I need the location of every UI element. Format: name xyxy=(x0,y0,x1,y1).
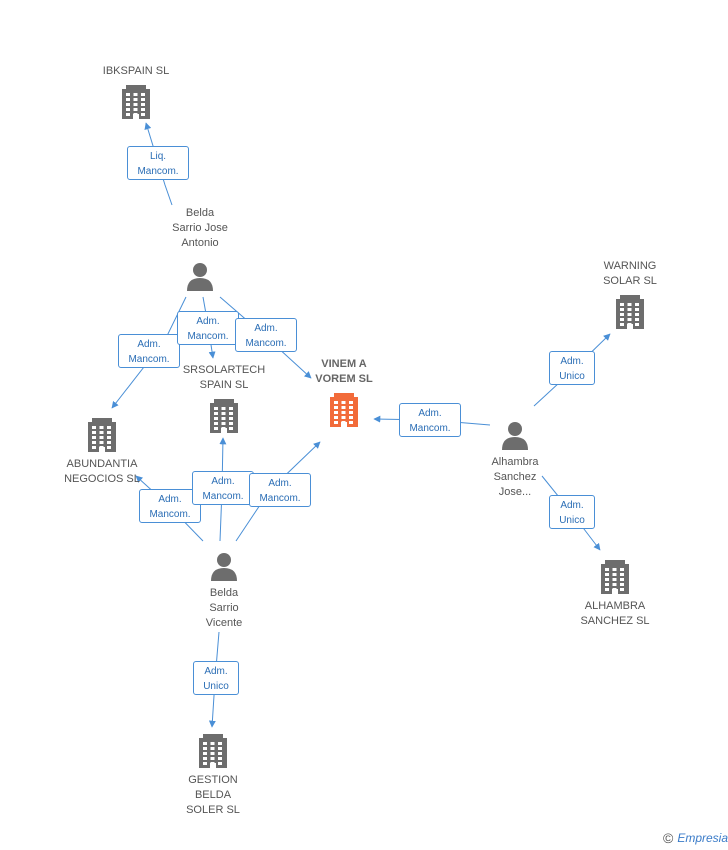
building-icon-ibkspain[interactable] xyxy=(122,85,150,119)
edge-label-line: Mancom. xyxy=(128,354,170,365)
node-label-belda_jose[interactable]: Belda Sarrio Jose Antonio xyxy=(172,207,228,249)
node-label-belda_vicente[interactable]: Belda Sarrio Vicente xyxy=(205,587,243,629)
edge-line-e1 xyxy=(144,122,173,206)
watermark: © Empresia xyxy=(663,830,728,846)
edge-label-line: Mancom. xyxy=(137,166,179,177)
node-label-vinem[interactable]: VINEM A VOREM SL xyxy=(315,358,373,385)
building-icon-srsolartech[interactable] xyxy=(210,399,238,433)
building-icon-vinem[interactable] xyxy=(330,393,358,427)
person-icon-alhambra_person[interactable] xyxy=(502,422,528,450)
edge-label-line: Mancom. xyxy=(202,491,244,502)
edge-label-e7[interactable]: Adm. Unico xyxy=(549,495,595,529)
edge-label-line: Mancom. xyxy=(409,423,451,434)
edge-label-line: Adm. xyxy=(560,500,584,511)
building-icon-gestion[interactable] xyxy=(199,734,227,768)
edge-label-e4[interactable]: Adm. Mancom. xyxy=(235,318,297,352)
edge-label-line: Mancom. xyxy=(245,338,287,349)
edge-label-line: Liq. xyxy=(149,151,167,162)
brand-logo-text: Empresia xyxy=(677,831,728,845)
edge-label-line: Mancom. xyxy=(149,509,191,520)
node-label-srsolartech[interactable]: SRSOLARTECH SPAIN SL xyxy=(182,364,266,391)
edge-label-line: Adm. xyxy=(211,476,235,487)
building-icon-abundantia[interactable] xyxy=(88,418,116,452)
node-label-ibkspain[interactable]: IBKSPAIN SL xyxy=(102,65,170,77)
edge-label-e2[interactable]: Adm. Mancom. xyxy=(118,334,180,368)
node-label-alhambra_person[interactable]: Alhambra Sanchez Jose... xyxy=(491,456,539,498)
edge-label-line: Adm. xyxy=(158,494,182,505)
node-label-gestion[interactable]: GESTION BELDA SOLER SL xyxy=(186,774,240,816)
edge-label-line: Adm. xyxy=(254,323,278,334)
edge-label-line: Unico xyxy=(203,681,229,692)
node-label-alhambra_company[interactable]: ALHAMBRA SANCHEZ SL xyxy=(580,600,650,627)
edge-label-line: Adm. xyxy=(204,666,228,677)
person-icon-belda_vicente[interactable] xyxy=(211,553,237,581)
node-label-warning[interactable]: WARNING SOLAR SL xyxy=(603,260,657,287)
edge-label-line: Adm. xyxy=(268,478,292,489)
edge-label-line: Adm. xyxy=(137,339,161,350)
edge-label-line: Unico xyxy=(559,515,585,526)
building-icon-warning[interactable] xyxy=(616,295,644,329)
person-icon-belda_jose[interactable] xyxy=(187,263,213,291)
edge-label-e10[interactable]: Adm. Mancom. xyxy=(249,473,311,507)
edge-label-e9[interactable]: Adm. Mancom. xyxy=(192,471,254,505)
edge-label-line: Adm. xyxy=(560,356,584,367)
edge-label-e8[interactable]: Adm. Mancom. xyxy=(139,489,201,523)
edge-label-e5[interactable]: Adm. Mancom. xyxy=(399,403,461,437)
edge-label-line: Unico xyxy=(559,371,585,382)
edge-label-e3[interactable]: Adm. Mancom. xyxy=(177,311,239,345)
edge-label-line: Adm. xyxy=(196,316,220,327)
edge-label-line: Mancom. xyxy=(259,493,301,504)
edge-label-e6[interactable]: Adm. Unico xyxy=(549,351,595,385)
copyright-icon: © xyxy=(662,830,674,846)
edge-label-line: Mancom. xyxy=(187,331,229,342)
building-icon-alhambra_company[interactable] xyxy=(601,560,629,594)
edge-label-e11[interactable]: Adm. Unico xyxy=(193,661,239,695)
edge-label-e1[interactable]: Liq. Mancom. xyxy=(127,146,189,180)
node-label-abundantia[interactable]: ABUNDANTIA NEGOCIOS SL xyxy=(64,458,140,485)
edge-label-line: Adm. xyxy=(418,408,442,419)
